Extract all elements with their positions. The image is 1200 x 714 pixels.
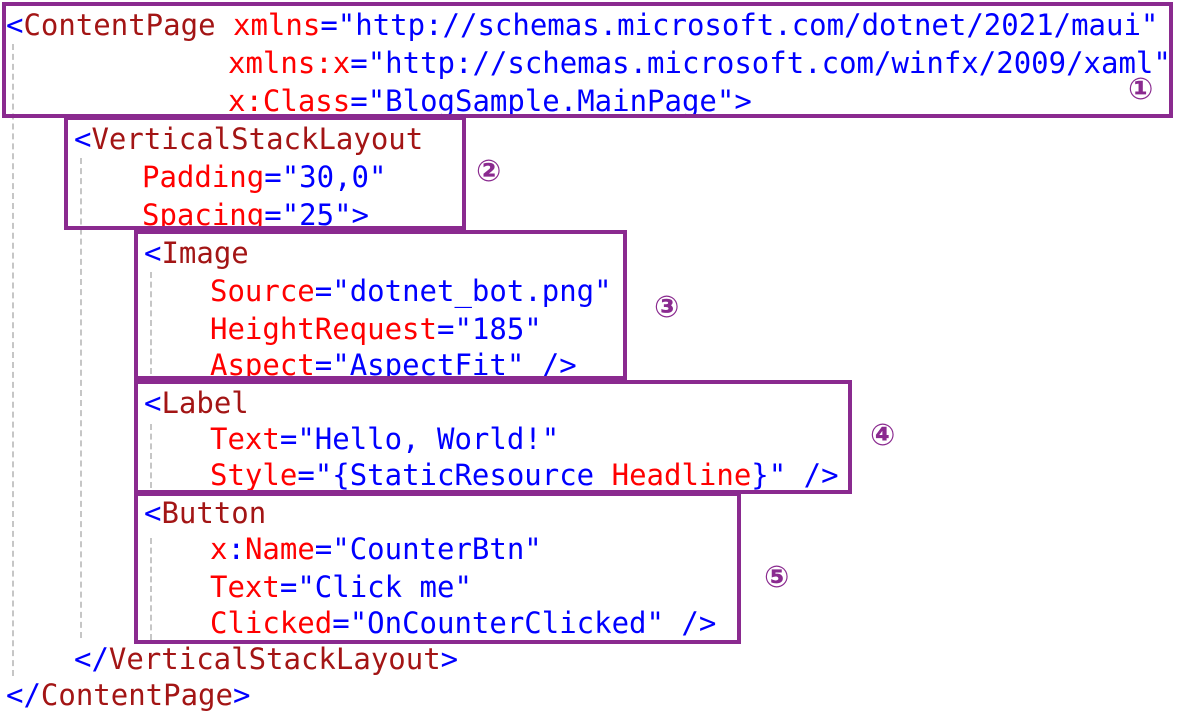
attr-value: "{ (314, 458, 350, 492)
punct: </ (6, 678, 41, 712)
code-line-16: Text="Click me" (210, 568, 472, 606)
punct: = (436, 312, 455, 346)
code-line-13: Style="{StaticResource Headline}" /> (210, 456, 839, 494)
punct: = (350, 84, 368, 118)
tag-name: ContentPage (40, 678, 233, 712)
code-line-9: HeightRequest="185" (210, 310, 542, 348)
markup-extension: StaticResource (349, 458, 595, 492)
punct: < (144, 236, 162, 270)
tag-name: VerticalStackLayout (91, 122, 424, 156)
attr-value: "CounterBtn" (332, 532, 542, 566)
punct: > (734, 84, 752, 118)
code-line-8: Source="dotnet_bot.png" (210, 272, 612, 310)
attr-name: x:Class (228, 84, 351, 118)
attr-value: "http://schemas.microsoft.com/dotnet/202… (337, 8, 1159, 42)
punct: > (232, 678, 251, 712)
punct: </ (74, 642, 109, 676)
attr-value: "Click me" (297, 570, 472, 604)
code-line-17: Clicked="OnCounterClicked" /> (210, 604, 716, 642)
tag-name: ContentPage (23, 8, 216, 42)
highlight-box-4 (134, 380, 852, 494)
attr-value: "OnCounterClicked" (349, 606, 664, 640)
resource-key: Headline (611, 458, 752, 492)
attr-name: Style (210, 458, 298, 492)
code-line-5: Padding="30,0" (142, 158, 386, 196)
attr-name: HeightRequest (210, 312, 437, 346)
code-line-4: <VerticalStackLayout (74, 120, 423, 158)
code-line-19: </ContentPage> (6, 676, 250, 714)
attr-value: }" (751, 458, 787, 492)
tag-name: Label (161, 386, 249, 420)
highlight-box-5 (134, 492, 741, 644)
attr-name: Text (210, 422, 280, 456)
punct: = (297, 458, 315, 492)
punct: = (264, 198, 282, 232)
punct: < (144, 496, 162, 530)
code-line-12: Text="Hello, World!" (210, 420, 559, 458)
annotation-number-4: ④ (870, 418, 896, 453)
punct: = (314, 532, 333, 566)
code-line-7: <Image (144, 234, 249, 272)
punct: > (351, 198, 369, 232)
punct: = (279, 422, 298, 456)
indent-guide (150, 424, 152, 488)
attr-value: "dotnet_bot.png" (332, 274, 612, 308)
indent-guide (12, 44, 14, 676)
highlight-box-1 (2, 2, 1173, 118)
punct: = (350, 46, 368, 80)
punct: = (314, 348, 333, 382)
punct: = (314, 274, 333, 308)
punct: = (332, 606, 350, 640)
tag-name: Button (161, 496, 267, 530)
tag-name: Image (161, 236, 249, 270)
attr-name: Padding (142, 160, 265, 194)
code-line-2: xmlns:x="http://schemas.microsoft.com/wi… (228, 44, 1171, 82)
code-line-11: <Label (144, 384, 249, 422)
indent-guide (80, 158, 82, 638)
code-line-1: <ContentPage xmlns="http://schemas.micro… (6, 6, 1158, 44)
annotation-number-5: ⑤ (764, 560, 790, 595)
attr-name: Text (210, 570, 280, 604)
punct: /> (663, 606, 717, 640)
highlight-box-3 (134, 230, 627, 380)
annotation-number-3: ③ (654, 290, 680, 325)
punct: = (320, 8, 338, 42)
annotation-number-1: ① (1128, 72, 1154, 107)
highlight-box-2 (64, 116, 466, 230)
attr-name: xmlns (233, 8, 321, 42)
indent-guide (150, 272, 152, 374)
attr-name: Name (244, 532, 315, 566)
punct: /> (786, 458, 839, 492)
attr-name: xmlns:x (228, 46, 351, 80)
attr-value: "185" (454, 312, 542, 346)
punct: < (6, 8, 24, 42)
code-line-18: </VerticalStackLayout> (74, 640, 458, 678)
attr-value: "Hello, World!" (297, 422, 560, 456)
attr-name: Clicked (210, 606, 333, 640)
attr-value: "BlogSample.MainPage" (367, 84, 735, 118)
attr-value: "30,0" (281, 160, 387, 194)
code-line-15: x:Name="CounterBtn" (210, 530, 542, 568)
punct: = (264, 160, 282, 194)
code-line-14: <Button (144, 494, 266, 532)
punct: < (144, 386, 162, 420)
punct: < (74, 122, 92, 156)
annotation-number-2: ② (476, 154, 502, 189)
indent-guide (150, 538, 152, 640)
attr-name: Source (210, 274, 315, 308)
attr-name: x (210, 532, 228, 566)
punct: : (227, 532, 245, 566)
punct: > (440, 642, 459, 676)
tag-name: VerticalStackLayout (108, 642, 441, 676)
code-line-3: x:Class="BlogSample.MainPage"> (228, 82, 752, 120)
attr-value: "http://schemas.microsoft.com/winfx/2009… (367, 46, 1171, 80)
punct: = (279, 570, 298, 604)
